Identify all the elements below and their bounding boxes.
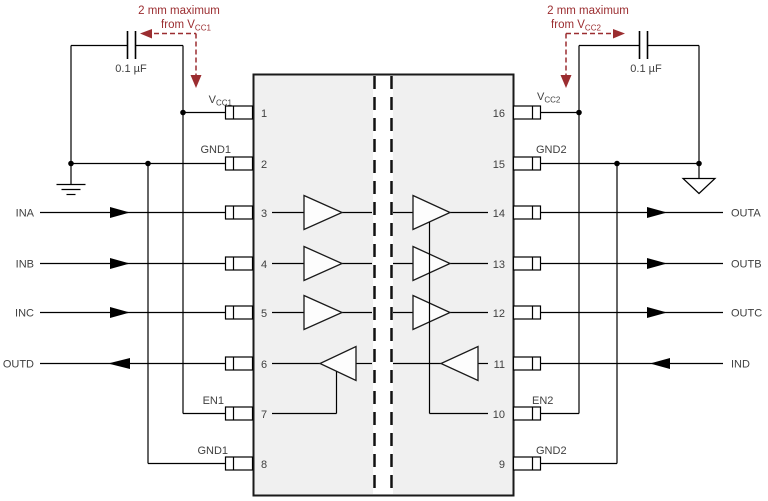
note-right-line1: 2 mm maximum [547,5,629,17]
pin10-number: 10 [493,409,505,421]
labels: 2 mm maximum from VCC1 2 mm maximum from… [3,5,762,471]
pin5-connector [224,305,254,320]
signal-label-inb: INB [16,259,34,271]
signal-label-outc: OUTC [731,308,762,320]
note-left-down-arrow-icon [190,75,202,88]
channel-c-buffer-icon [303,294,344,331]
pin6-connector [224,356,254,371]
note-right-down-arrow-icon [560,75,572,88]
pin13-connector [512,256,542,271]
channel-b-output-buffer-icon [412,245,452,282]
ind-arrow-icon [650,358,670,369]
outc-arrow-icon [647,307,667,318]
note-left-arrow-icon [140,29,152,39]
pin15-label: GND2 [536,144,567,156]
junction-dot [614,160,620,167]
signal-label-ina: INA [16,208,35,220]
pin9-number: 9 [499,459,505,471]
pin9-label: GND2 [536,445,567,457]
capacitor1-icon [126,31,137,59]
junction-dot [576,109,582,116]
channel-a-output-buffer-icon [412,194,452,231]
pin-connectors-left [224,105,254,471]
outa-arrow-icon [647,207,667,218]
outd-arrow-icon [108,358,130,369]
side2-wiring [541,44,723,465]
note-left-line2: from VCC1 [161,19,211,33]
junction-dot [696,160,702,167]
internal-wires-right [393,211,488,415]
note-right-arrow-icon [613,29,625,39]
pin11-number: 11 [494,359,505,371]
ground-earth-icon [56,163,86,196]
signal-arrows [108,207,670,369]
pin11-connector [512,356,542,371]
note-right-line2: from VCC2 [551,19,601,33]
channel-a-buffer-icon [303,194,344,231]
channel-buffers [303,194,479,382]
pin1-number: 1 [261,108,267,120]
signal-label-outa: OUTA [731,208,761,220]
pin10-connector [512,406,542,421]
ina-arrow-icon [110,207,130,218]
side1-wiring [40,44,225,465]
pin16-label: VCC2 [537,91,561,105]
ground-chassis-icon [681,163,717,195]
cap2-value: 0.1 µF [630,63,662,75]
pin2-label: GND1 [200,144,231,156]
pin13-number: 13 [493,259,505,271]
pin4-connector [224,256,254,271]
pin14-connector [512,205,542,220]
pin12-number: 12 [493,308,505,320]
signal-label-outd: OUTD [3,359,34,371]
signal-label-ind: IND [731,359,750,371]
signal-label-inc: INC [15,308,34,320]
junction-dots [68,109,702,167]
pin1-label: VCC1 [209,94,233,108]
inb-arrow-icon [110,258,130,269]
placement-note-right [560,29,625,88]
internal-wires-left [272,211,372,415]
isolation-barrier [373,76,393,494]
pin5-number: 5 [261,308,267,320]
placement-note-left [140,29,202,88]
channel-b-buffer-icon [303,245,344,282]
note-left-line1: 2 mm maximum [138,5,220,17]
pin7-connector [224,406,254,421]
pin2-connector [224,156,254,171]
cap1-value: 0.1 µF [115,63,147,75]
outb-arrow-icon [647,258,667,269]
pin9-connector [512,456,542,471]
pin1-connector [224,105,254,120]
junction-dot [180,109,186,116]
pin8-connector [224,456,254,471]
pin4-number: 4 [261,259,267,271]
pin3-number: 3 [261,208,267,220]
pin16-connector [512,105,542,120]
inc-arrow-icon [110,307,130,318]
pin10-label: EN2 [532,395,553,407]
pin15-connector [512,156,542,171]
junction-dot [145,160,151,167]
signal-label-outb: OUTB [731,259,762,271]
pin8-label: GND1 [197,445,228,457]
pin-connectors-right [512,105,542,471]
channel-d-input-buffer-icon [439,345,479,382]
pin7-number: 7 [261,409,267,421]
pin8-number: 8 [261,459,267,471]
pin16-number: 16 [493,108,505,120]
pin2-number: 2 [261,159,267,171]
pin6-number: 6 [261,359,267,371]
pin14-number: 14 [493,208,505,220]
channel-d-output-buffer-icon [318,345,357,382]
pin3-connector [224,205,254,220]
pin15-number: 15 [493,159,505,171]
junction-dot [68,160,74,167]
channel-c-output-buffer-icon [412,294,452,331]
capacitor2-icon [638,31,649,59]
pin7-label: EN1 [203,395,224,407]
pin12-connector [512,305,542,320]
